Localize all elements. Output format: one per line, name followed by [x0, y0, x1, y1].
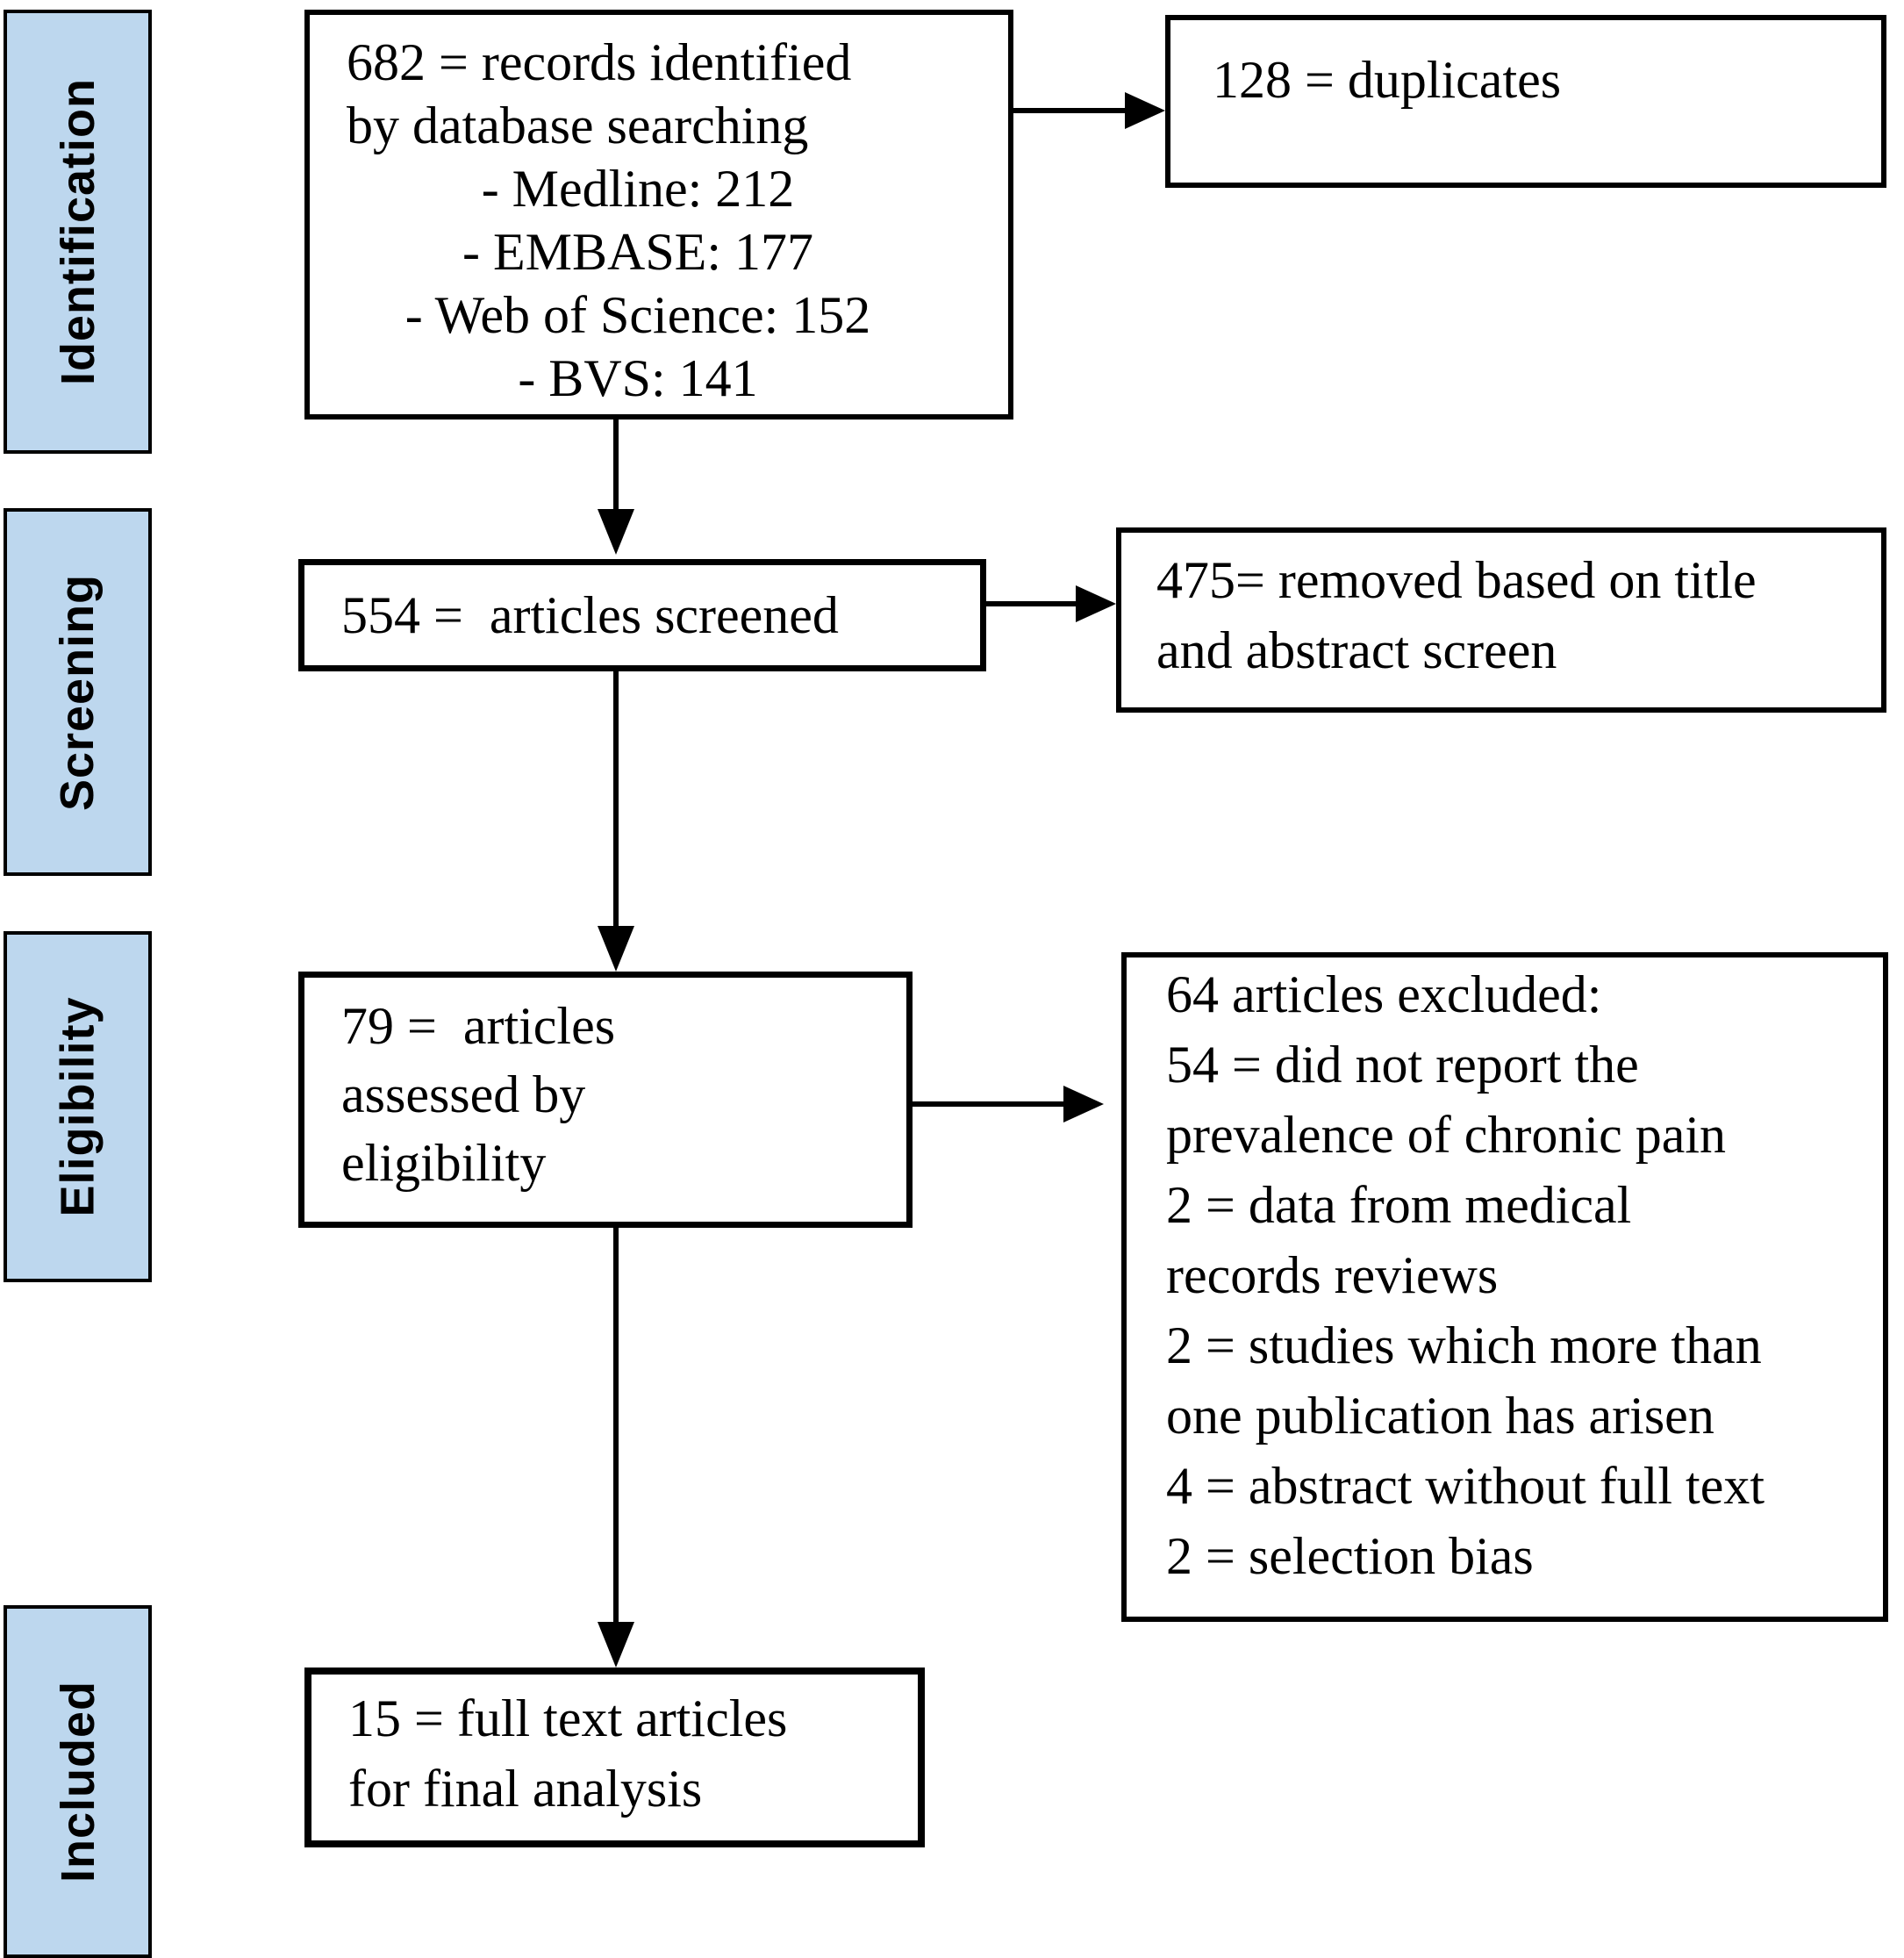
arrow-records-to-screened-shaft — [613, 420, 619, 510]
removed-line: and abstract screen — [1156, 621, 1557, 679]
source-web-of-science: - Web of Science: 152 — [404, 286, 871, 344]
excluded-line: 2 = data from medical — [1166, 1176, 1632, 1234]
stage-eligibility-label: Eligibility — [51, 996, 104, 1217]
assessed-eligibility-box: 79 = articles assessed by eligibility — [298, 972, 913, 1228]
arrow-screened-to-removed-head-icon — [1076, 585, 1116, 622]
assessed-line: assessed by — [341, 1065, 586, 1123]
records-identified-line: 682 = records identified — [347, 33, 852, 91]
arrow-screened-to-removed-shaft — [986, 601, 1076, 606]
arrow-assessed-to-included-shaft — [613, 1228, 619, 1623]
source-bvs: - BVS: 141 — [518, 349, 758, 407]
assessed-line: 79 = articles — [341, 997, 616, 1055]
excluded-line: 2 = selection bias — [1166, 1527, 1534, 1585]
articles-excluded-box: 64 articles excluded: 54 = did not repor… — [1121, 952, 1888, 1622]
excluded-line: 2 = studies which more than — [1166, 1316, 1762, 1374]
stage-screening-label: Screening — [51, 573, 104, 811]
arrow-assessed-to-excluded-shaft — [913, 1101, 1064, 1107]
excluded-line: 4 = abstract without full text — [1166, 1457, 1765, 1515]
arrow-assessed-to-included-head-icon — [598, 1622, 634, 1668]
stage-identification-label: Identification — [51, 78, 104, 385]
excluded-line: prevalence of chronic pain — [1166, 1106, 1726, 1164]
assessed-line: eligibility — [341, 1134, 547, 1192]
excluded-heading: 64 articles excluded: — [1166, 965, 1602, 1023]
arrow-records-to-duplicates-head-icon — [1125, 92, 1165, 129]
duplicates-line: 128 = duplicates — [1213, 51, 1562, 109]
final-included-box: 15 = full text articles for final analys… — [304, 1668, 925, 1847]
arrow-assessed-to-excluded-head-icon — [1063, 1086, 1104, 1122]
arrow-screened-to-assessed-head-icon — [598, 926, 634, 972]
removed-title-abstract-box: 475= removed based on title and abstract… — [1116, 527, 1886, 713]
records-identified-line: by database searching — [347, 97, 809, 154]
duplicates-box: 128 = duplicates — [1165, 15, 1886, 188]
articles-screened-line: 554 = articles screened — [341, 586, 839, 644]
stage-eligibility: Eligibility — [4, 931, 152, 1282]
stage-included: Included — [4, 1605, 152, 1958]
excluded-line: 54 = did not report the — [1166, 1036, 1639, 1094]
removed-line: 475= removed based on title — [1156, 551, 1757, 609]
arrow-screened-to-assessed-shaft — [613, 671, 619, 928]
final-included-line: for final analysis — [348, 1760, 703, 1818]
stage-identification: Identification — [4, 10, 152, 454]
stage-included-label: Included — [51, 1680, 104, 1883]
stage-screening: Screening — [4, 508, 152, 876]
records-identified-box: 682 = records identified by database sea… — [304, 10, 1013, 420]
excluded-line: records reviews — [1166, 1246, 1499, 1304]
arrow-records-to-screened-head-icon — [598, 509, 634, 555]
articles-screened-box: 554 = articles screened — [298, 559, 986, 671]
source-embase: - EMBASE: 177 — [462, 223, 814, 281]
source-medline: - Medline: 212 — [481, 160, 795, 218]
arrow-records-to-duplicates-shaft — [1013, 108, 1126, 113]
excluded-line: one publication has arisen — [1166, 1387, 1714, 1445]
final-included-line: 15 = full text articles — [348, 1689, 788, 1747]
